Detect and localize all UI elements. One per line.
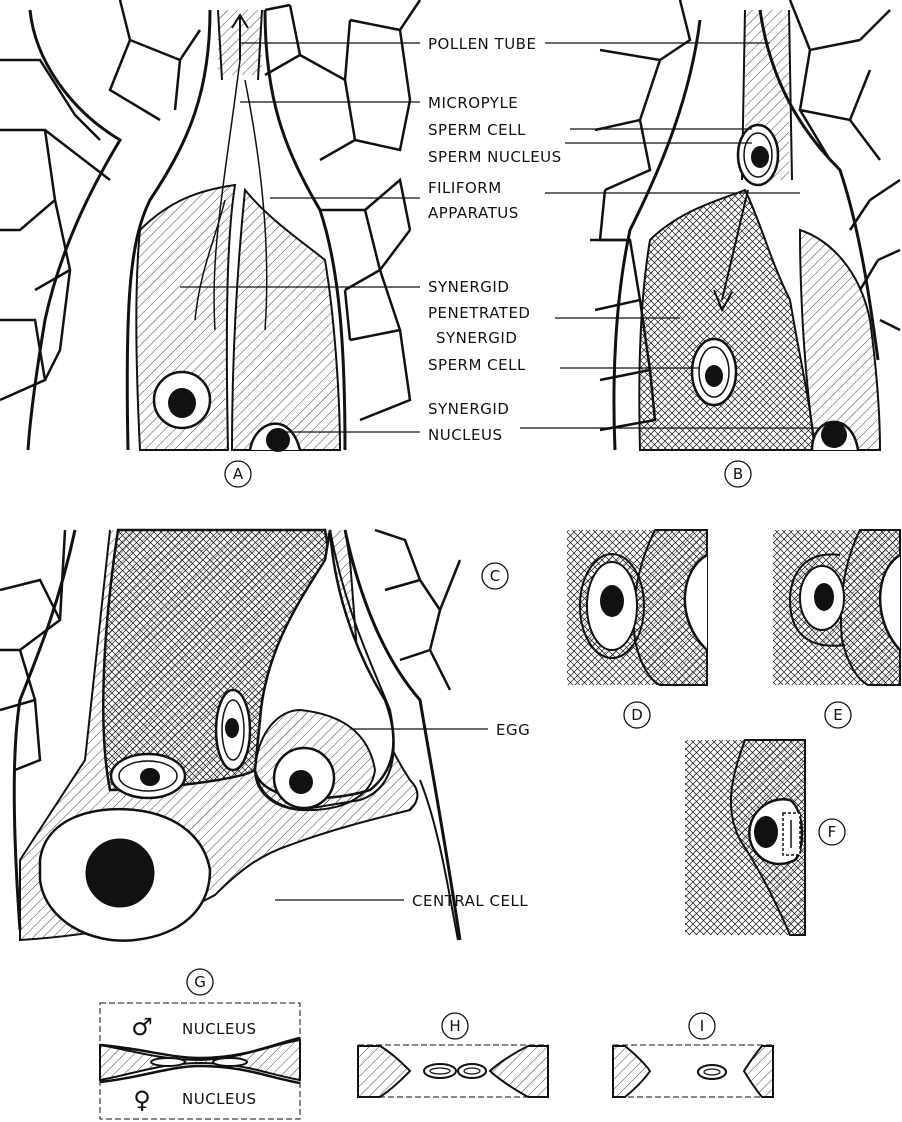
panel-d-badge: D: [624, 702, 650, 728]
panel-b-drawing: [590, 0, 900, 450]
panel-e-drawing: [773, 530, 900, 685]
panel-e-letter: E: [833, 706, 842, 724]
label-sperm-cell-mid: SPERM CELL: [428, 356, 526, 374]
label-male-nucleus: NUCLEUS: [182, 1020, 257, 1038]
label-sperm-cell-top: SPERM CELL: [428, 121, 526, 139]
label-female-nucleus: NUCLEUS: [182, 1090, 257, 1108]
panel-f-badge: F: [819, 819, 845, 845]
panel-g-letter: G: [194, 973, 206, 991]
panel-c-drawing: [0, 530, 460, 941]
male-symbol: ♂: [131, 1013, 153, 1041]
panel-b-letter: B: [733, 465, 743, 483]
label-synergid-nucleus-2: NUCLEUS: [428, 426, 503, 444]
label-penetrated: PENETRATED: [428, 304, 531, 322]
panel-c-letter: C: [490, 567, 500, 585]
panel-f-letter: F: [828, 823, 837, 841]
panel-h-badge: H: [442, 1013, 468, 1039]
panel-c-badge: C: [482, 563, 508, 589]
panel-i-letter: I: [700, 1017, 704, 1035]
label-apparatus: APPARATUS: [428, 204, 519, 222]
panel-e-badge: E: [825, 702, 851, 728]
panel-a-drawing: [0, 0, 420, 452]
label-micropyle: MICROPYLE: [428, 94, 518, 112]
panel-a-letter: A: [233, 465, 244, 483]
label-central-cell: CENTRAL CELL: [412, 892, 528, 910]
panel-i-badge: I: [689, 1013, 715, 1039]
panel-g-badge: G: [187, 969, 213, 995]
panel-f-drawing: [685, 740, 805, 935]
label-synergid: SYNERGID: [428, 278, 509, 296]
panel-h-letter: H: [449, 1017, 460, 1035]
panel-b-badge: B: [725, 461, 751, 487]
label-egg: EGG: [496, 721, 530, 739]
label-sperm-nucleus: SPERM NUCLEUS: [428, 148, 562, 166]
label-synergid-nucleus-1: SYNERGID: [428, 400, 509, 418]
panel-h-drawing: [358, 1045, 548, 1097]
label-pollen-tube: POLLEN TUBE: [428, 35, 536, 53]
female-symbol: ♀: [133, 1086, 151, 1114]
label-penetrated-synergid: SYNERGID: [436, 329, 517, 347]
panel-i-drawing: [613, 1045, 773, 1097]
label-filiform: FILIFORM: [428, 179, 502, 197]
panel-d-letter: D: [631, 706, 643, 724]
panel-d-drawing: [567, 530, 707, 685]
panel-a-badge: A: [225, 461, 251, 487]
